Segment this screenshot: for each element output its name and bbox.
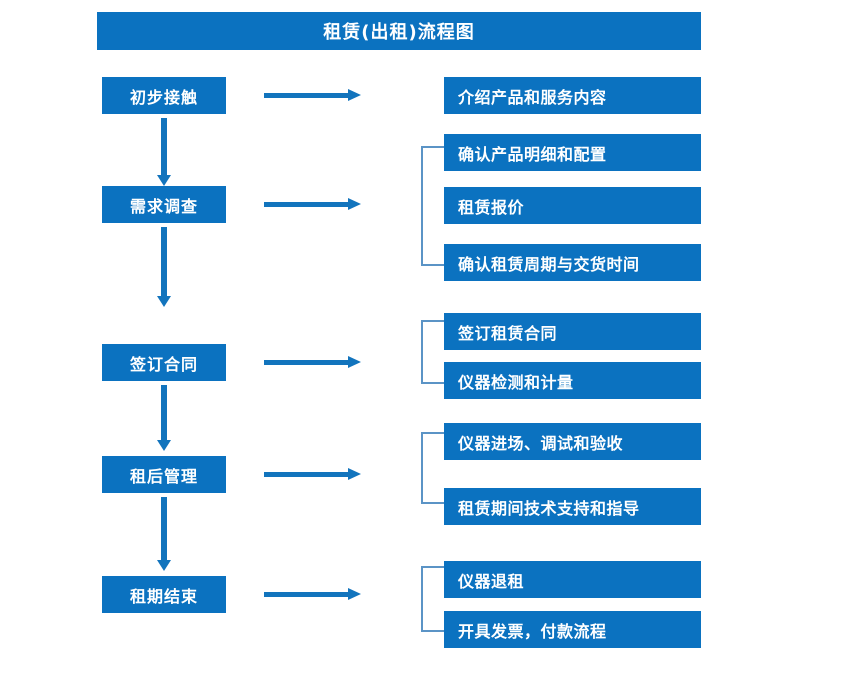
detail-box-rental-quote[interactable]: 租赁报价 [444,187,701,224]
group-bracket-rental-end [421,566,446,632]
branch-arrow-right-5 [264,586,361,602]
group-bracket-post-rental-management [421,432,446,504]
detail-box-confirm-product-specs[interactable]: 确认产品明细和配置 [444,134,701,171]
detail-box-invoice-payment[interactable]: 开具发票，付款流程 [444,611,701,648]
stage-box-needs-survey[interactable]: 需求调查 [102,186,226,223]
group-bracket-sign-contract [421,320,446,384]
detail-box-sign-rental-contract[interactable]: 签订租赁合同 [444,313,701,350]
group-bracket-needs-survey [421,146,446,266]
branch-arrow-right-1 [264,87,361,103]
branch-arrow-right-4 [264,466,361,482]
flow-arrow-down-4 [156,497,172,571]
detail-box-confirm-rental-period[interactable]: 确认租赁周期与交货时间 [444,244,701,281]
detail-box-technical-support[interactable]: 租赁期间技术支持和指导 [444,488,701,525]
detail-box-instrument-delivery-commissioning[interactable]: 仪器进场、调试和验收 [444,423,701,460]
diagram-title: 租赁(出租)流程图 [97,12,701,50]
detail-box-introduce-products[interactable]: 介绍产品和服务内容 [444,77,701,114]
detail-box-instrument-inspection[interactable]: 仪器检测和计量 [444,362,701,399]
flow-arrow-down-2 [156,227,172,307]
stage-box-initial-contact[interactable]: 初步接触 [102,77,226,114]
flow-arrow-down-3 [156,385,172,451]
flow-arrow-down-1 [156,118,172,186]
stage-box-sign-contract[interactable]: 签订合同 [102,344,226,381]
stage-box-post-rental-management[interactable]: 租后管理 [102,456,226,493]
detail-box-instrument-return[interactable]: 仪器退租 [444,561,701,598]
branch-arrow-right-3 [264,354,361,370]
stage-box-rental-end[interactable]: 租期结束 [102,576,226,613]
branch-arrow-right-2 [264,196,361,212]
